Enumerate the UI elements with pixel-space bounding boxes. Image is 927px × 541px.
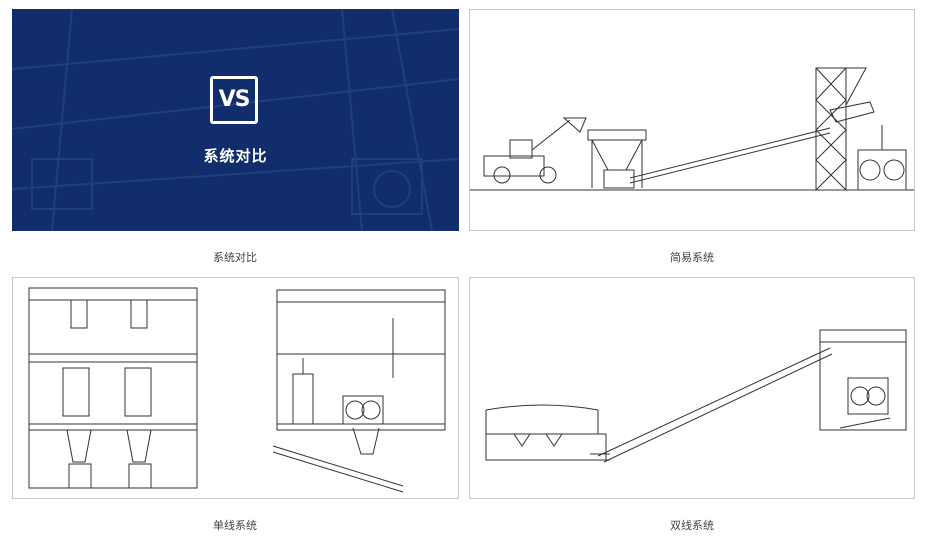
- filter-silo-icon: [292, 358, 314, 425]
- simple-system-panel[interactable]: [469, 9, 915, 231]
- storage-shed-icon: [485, 404, 610, 461]
- caption-double-line-system: 双线系统: [670, 519, 714, 532]
- tower-icon: [815, 67, 875, 191]
- caption-simple-system: 简易系统: [670, 251, 714, 264]
- packer-unit-left-icon: [62, 299, 92, 489]
- vs-title: 系统对比: [203, 147, 268, 165]
- caption-comparison: 系统对比: [213, 251, 257, 264]
- vs-banner-panel[interactable]: VS 系统对比: [12, 9, 459, 231]
- single-line-system-diagram: [28, 287, 446, 493]
- packer-unit-right-icon: [124, 299, 152, 489]
- caption-single-line-system: 单线系统: [213, 519, 257, 532]
- simple-system-diagram: [470, 67, 914, 191]
- double-line-system-panel[interactable]: [469, 277, 915, 499]
- factory-background-image: [12, 9, 459, 231]
- double-line-system-diagram: [485, 329, 907, 463]
- wheel-loader-icon: [483, 117, 587, 184]
- hopper-icon: [587, 129, 647, 189]
- packing-building-icon: [819, 329, 907, 431]
- packing-machine-icon: [857, 125, 907, 191]
- packing-machine-icon: [342, 318, 394, 455]
- vs-icon: VS: [210, 76, 258, 124]
- single-line-system-panel[interactable]: [12, 277, 459, 499]
